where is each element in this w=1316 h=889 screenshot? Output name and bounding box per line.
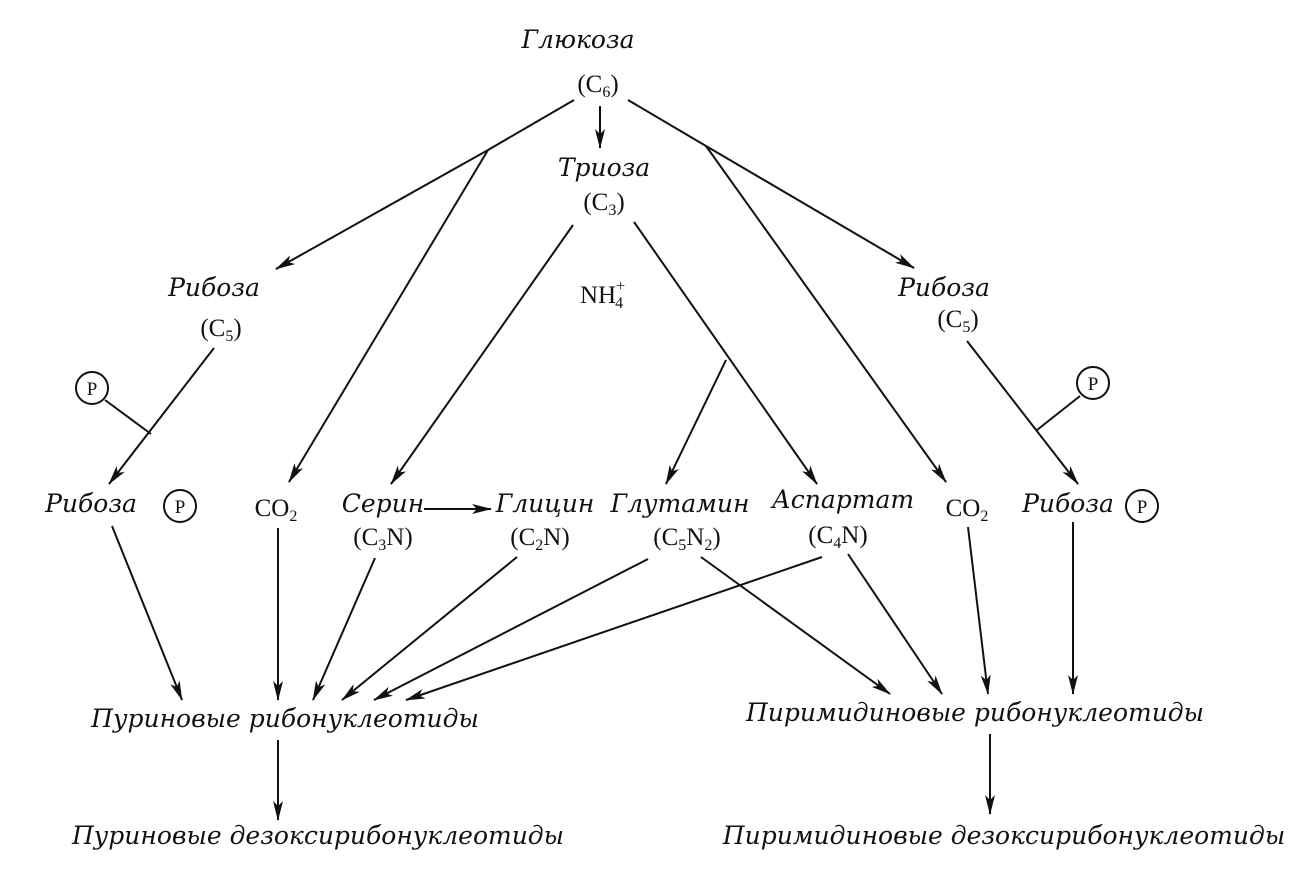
triose-name: Триоза: [558, 153, 650, 182]
phosphate-right-bottom: P: [1125, 489, 1159, 523]
glycine-formula: (C2N): [510, 524, 569, 554]
glutamine-name: Глутамин: [610, 489, 750, 518]
glutamine-formula: (C5N2): [653, 524, 720, 554]
phosphate-left-top: P: [75, 371, 109, 405]
edge-ribosep-purine: [111, 525, 183, 701]
ribose-left-formula: (C5): [200, 315, 241, 345]
ribose-right-name: Рибоза: [897, 273, 990, 302]
edge-ribose-left-ribosep: [108, 347, 215, 485]
edge-triose-aspartate: [633, 221, 818, 485]
edge-glutamine-purine: [373, 558, 649, 701]
edge-glucose-ribose-left: [275, 149, 489, 270]
triose-formula: (C3): [583, 189, 624, 219]
edge-glucose-co2-right: [705, 145, 947, 483]
ribose-phosphate-left-name: Рибоза: [44, 489, 137, 518]
purine-ribonucleotides-label: Пуриновые рибонуклеотиды: [90, 704, 479, 733]
phosphate-right-top: P: [1076, 366, 1110, 400]
glycine-name: Глицин: [495, 489, 595, 518]
ammonium-label: NH+4: [580, 278, 625, 312]
co2-right-label: CO2: [946, 495, 989, 525]
edge-phosphate-right-join: [1036, 395, 1081, 431]
glucose-formula: (C6): [577, 71, 618, 101]
edge-serine-purine: [312, 557, 376, 701]
svg-text:P: P: [87, 379, 98, 400]
aspartate-formula: (C4N): [808, 522, 867, 552]
edge-glutamine-pyrimidine: [700, 556, 891, 695]
ribose-right-formula: (C5): [937, 306, 978, 336]
edge-glycine-purine: [341, 556, 518, 701]
pyrimidine-ribonucleotides-label: Пиримидиновые рибонуклеотиды: [745, 698, 1204, 727]
aspartate-name: Аспартат: [770, 485, 914, 514]
glucose-name: Глюкоза: [520, 25, 634, 54]
svg-text:P: P: [1137, 497, 1148, 518]
edge-glucose-branch-left: [487, 99, 575, 151]
co2-left-label: CO2: [255, 495, 298, 525]
edge-co2-pyrimidine: [967, 526, 991, 695]
edge-glucose-co2-left: [288, 149, 489, 483]
ribose-phosphate-right-name: Рибоза: [1021, 489, 1114, 518]
edge-aspartate-purine: [405, 556, 823, 701]
ribose-left-name: Рибоза: [167, 273, 260, 302]
purine-deoxyribonucleotides-label: Пуриновые дезоксирибонуклеотиды: [71, 821, 564, 850]
edge-glucose-branch-right: [627, 99, 707, 147]
edge-aspartate-pyrimidine: [847, 553, 943, 695]
edge-ribose-right-ribosep: [966, 340, 1079, 485]
edge-triose-serine: [390, 224, 574, 485]
edge-phosphate-left-join: [104, 399, 152, 435]
edge-glucose-ribose-right: [705, 145, 915, 269]
svg-text:P: P: [175, 497, 186, 518]
svg-text:P: P: [1088, 374, 1099, 395]
phosphate-left-bottom: P: [163, 489, 197, 523]
serine-formula: (C3N): [353, 524, 412, 554]
pyrimidine-deoxyribonucleotides-label: Пиримидиновые дезоксирибонуклеотиды: [722, 821, 1285, 850]
serine-name: Серин: [342, 489, 425, 518]
edge-ammonia-glutamine: [665, 359, 727, 485]
